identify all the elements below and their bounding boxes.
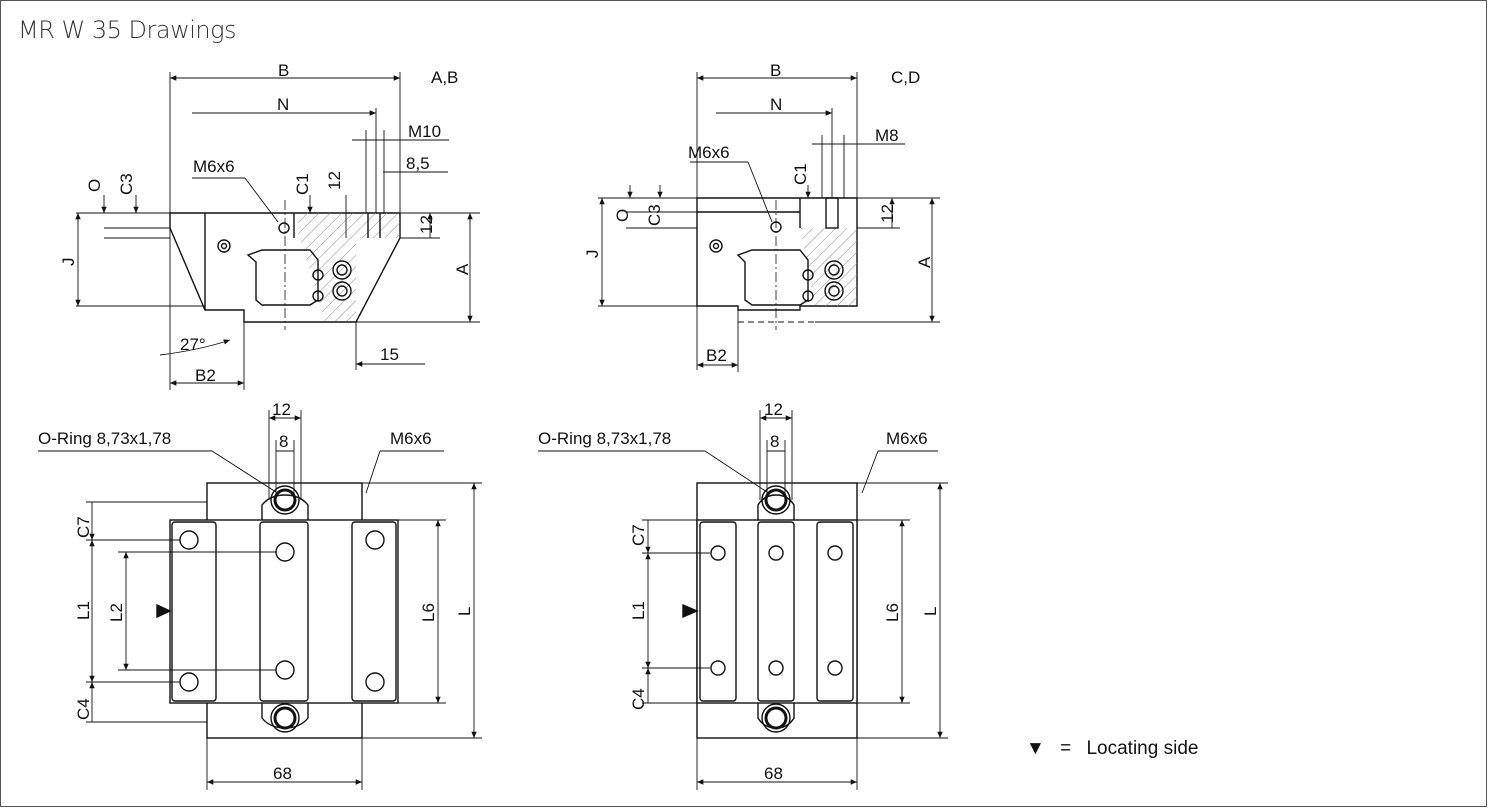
label-n: N — [770, 95, 782, 114]
label-oring: O-Ring 8,73x1,78 — [38, 429, 171, 448]
label-cd: C,D — [891, 68, 920, 87]
label-l6: L6 — [419, 603, 438, 622]
label-c4: C4 — [629, 688, 648, 710]
label-l6: L6 — [883, 603, 902, 622]
label-o: O — [85, 179, 104, 192]
label-c7: C7 — [74, 516, 93, 538]
label-c7: C7 — [629, 524, 648, 546]
label-l: L — [921, 607, 940, 616]
label-l2: L2 — [107, 603, 126, 622]
label-ab: A,B — [431, 68, 458, 87]
legend-equals: = — [1060, 738, 1072, 759]
label-12-top: 12 — [325, 171, 344, 190]
legend-text: Locating side — [1086, 738, 1199, 759]
view-top-left — [156, 482, 399, 739]
label-a: A — [453, 263, 472, 275]
label-b2: B2 — [195, 366, 216, 385]
label-m6x6: M6x6 — [688, 143, 730, 162]
legend: ▼ = Locating side — [1026, 738, 1208, 760]
view-cd-labels: B N C,D M8 M6x6 12 C1 O C3 J A B2 — [583, 61, 934, 365]
label-8-5: 8,5 — [406, 154, 430, 173]
label-68: 68 — [764, 764, 783, 783]
label-12: 12 — [272, 400, 291, 419]
label-8: 8 — [770, 432, 779, 451]
label-12: 12 — [878, 204, 897, 223]
label-c1: C1 — [293, 173, 312, 195]
view-top-left-labels: 12 8 O-Ring 8,73x1,78 M6x6 C7 L1 L2 C4 L… — [38, 400, 474, 783]
label-68: 68 — [273, 764, 292, 783]
label-l1: L1 — [629, 601, 648, 620]
label-27-deg: 27° — [180, 335, 206, 354]
view-cd-dimensions — [598, 72, 940, 372]
view-ab-side — [169, 200, 401, 330]
view-top-right-dimensions — [538, 410, 948, 790]
label-12-right: 12 — [417, 215, 436, 234]
label-c3: C3 — [645, 204, 664, 226]
label-j: J — [59, 258, 78, 267]
page-title: MR W 35 Drawings — [18, 16, 237, 44]
view-ab-dimensions — [75, 72, 480, 390]
label-l: L — [455, 607, 474, 616]
label-o: O — [613, 209, 632, 222]
view-cd-side — [696, 197, 858, 330]
label-8: 8 — [279, 432, 288, 451]
label-c3: C3 — [117, 173, 136, 195]
label-m8: M8 — [875, 126, 899, 145]
label-c1: C1 — [791, 163, 810, 185]
label-oring: O-Ring 8,73x1,78 — [538, 429, 671, 448]
view-top-right — [682, 482, 858, 739]
label-m10: M10 — [408, 122, 441, 141]
label-m6x6: M6x6 — [390, 429, 432, 448]
label-15: 15 — [380, 345, 399, 364]
label-b: B — [278, 61, 289, 80]
label-m6x6: M6x6 — [886, 429, 928, 448]
label-j: J — [583, 250, 602, 259]
label-a: A — [915, 256, 934, 268]
view-top-right-labels: 12 8 O-Ring 8,73x1,78 M6x6 C7 L1 C4 L6 L… — [538, 400, 940, 783]
label-12: 12 — [764, 400, 783, 419]
label-b2: B2 — [706, 346, 727, 365]
view-top-left-dimensions — [38, 410, 482, 790]
view-ab-labels: B N A,B M10 8,5 M6x6 12 12 C1 O C3 J A 2… — [59, 61, 472, 385]
locating-side-marker-icon: ▼ — [1026, 738, 1045, 759]
label-n: N — [277, 95, 289, 114]
label-m6x6: M6x6 — [193, 157, 235, 176]
label-b: B — [770, 61, 781, 80]
label-l1: L1 — [74, 601, 93, 620]
label-c4: C4 — [74, 698, 93, 720]
